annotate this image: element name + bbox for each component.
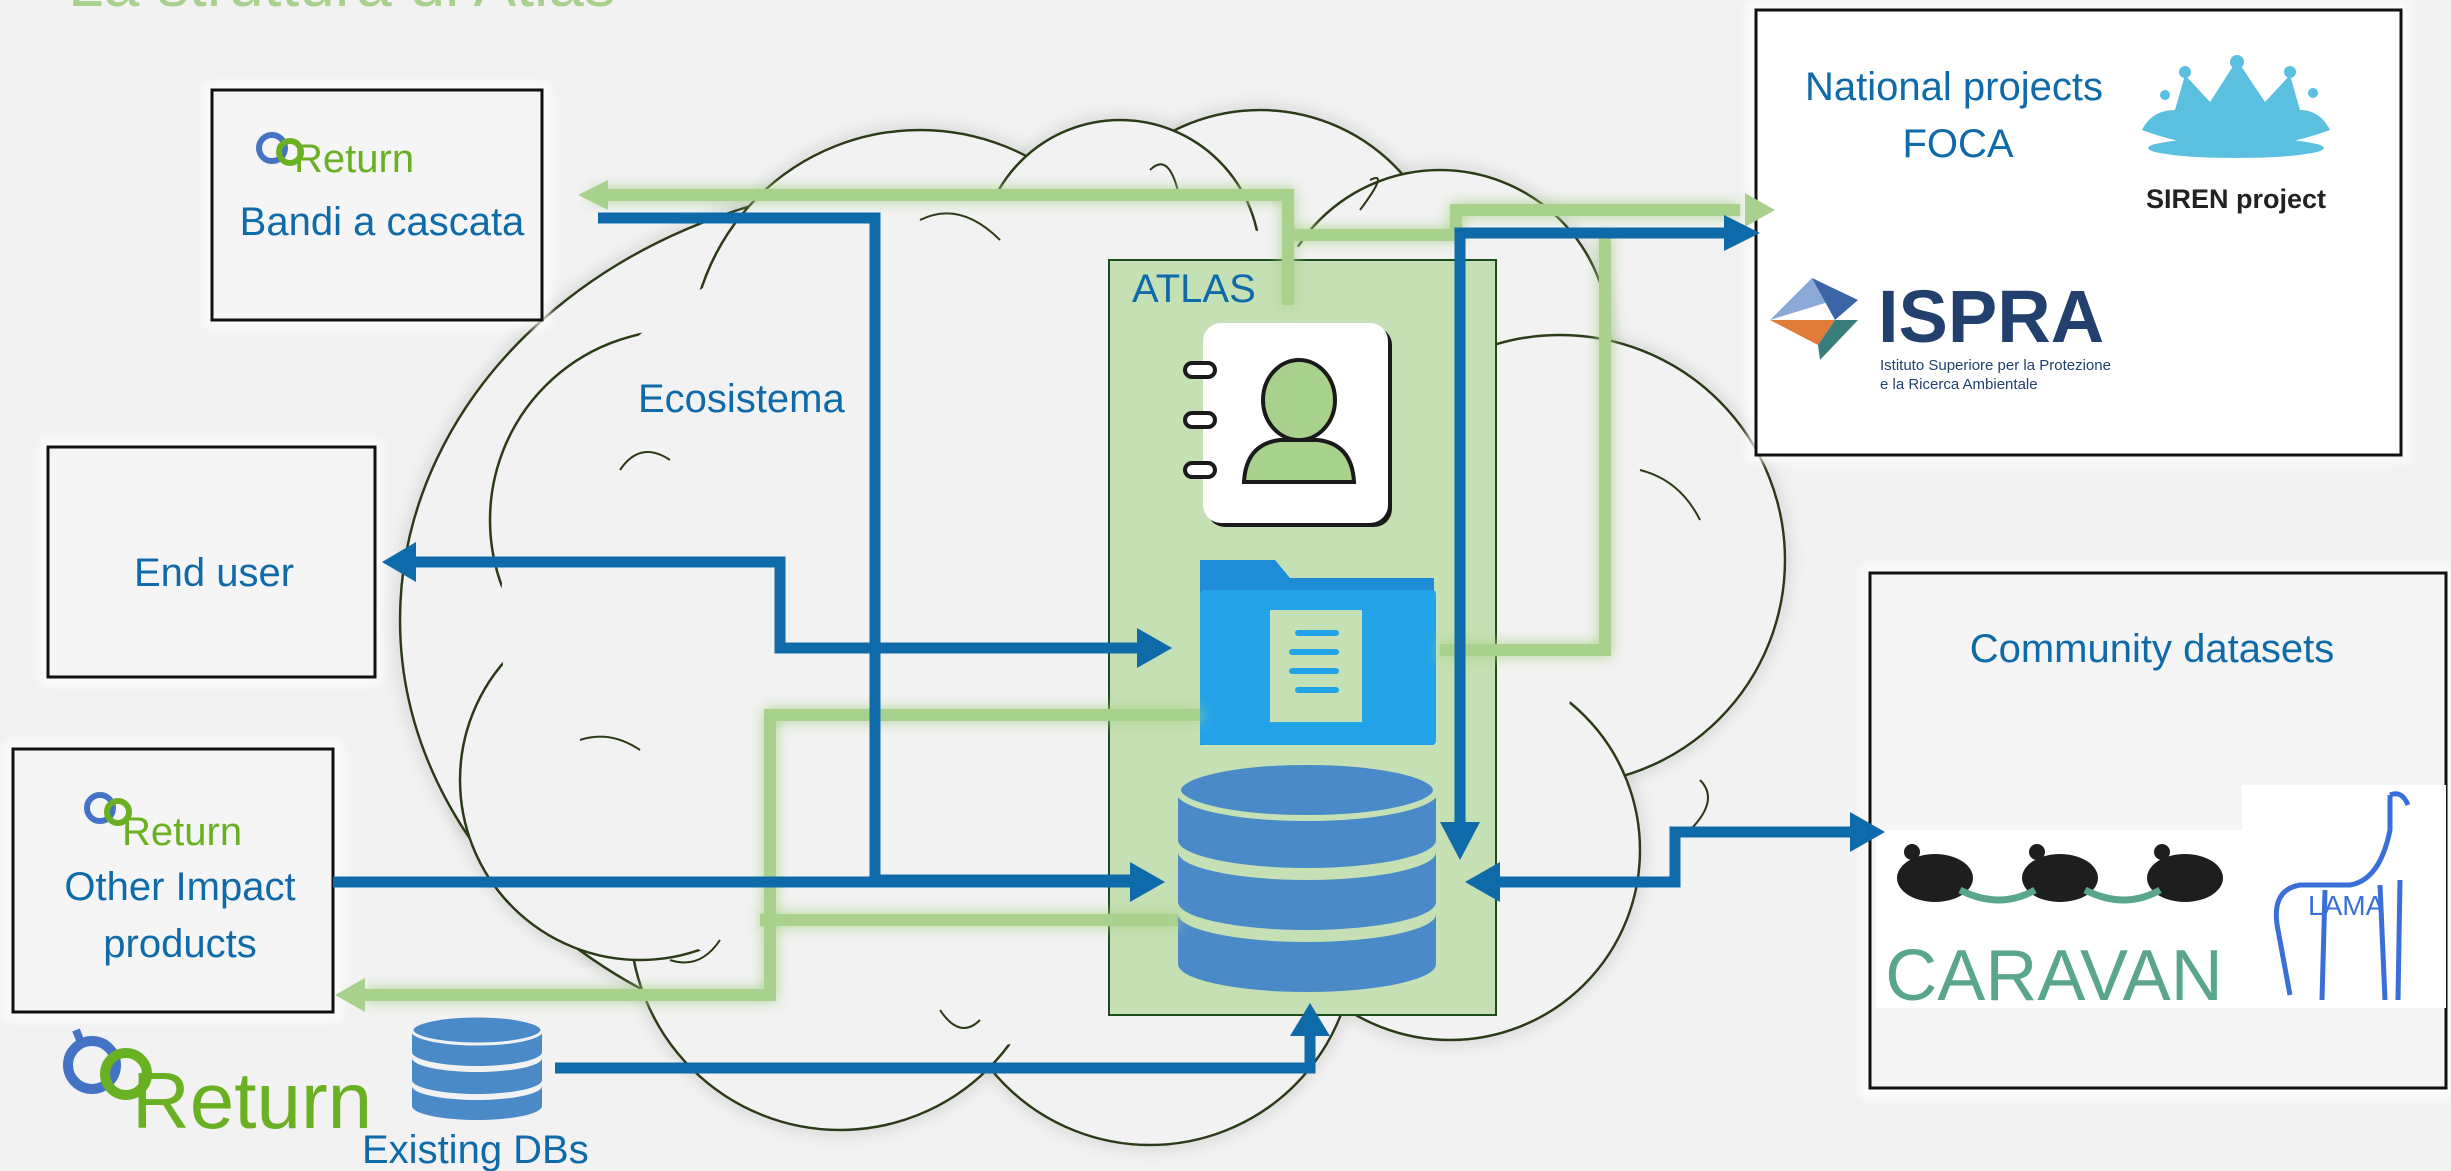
green-arrowheads <box>335 180 1775 1012</box>
ecosistema-label: Ecosistema <box>638 377 845 421</box>
blue-arrowheads <box>382 215 1885 1036</box>
existing-dbs-to-db-arrow <box>555 1030 1316 1074</box>
blue-connectors <box>333 212 1855 1074</box>
atlas-label: ATLAS <box>1132 267 1256 311</box>
lama-logo: LAMA <box>2273 791 2411 1001</box>
other-impact-label-1: Other Impact <box>64 865 295 909</box>
ispra-sub-2: e la Ricerca Ambientale <box>1880 376 2038 393</box>
lama-text: LAMA <box>2308 890 2385 921</box>
return-logo-large: Return <box>63 1028 372 1145</box>
ispra-logo: ISPRA Istituto Superiore per la Protezio… <box>1770 275 2111 393</box>
caravan-text: CARAVAN <box>1885 936 2222 1016</box>
caravan-logo: CARAVAN <box>1885 844 2223 1016</box>
national-label-2: FOCA <box>1902 122 2013 166</box>
ispra-sub-1: Istituto Superiore per la Protezione <box>1880 357 2111 374</box>
national-projects-node: National projects FOCA SIREN project ISP… <box>1748 2 2408 462</box>
other-impact-node: Return Other Impact products <box>6 742 342 1020</box>
existing-dbs-label: Existing DBs <box>362 1128 589 1171</box>
bandi-logo-text: Return <box>294 137 414 181</box>
national-to-db-arrow <box>1454 227 1740 825</box>
address-book-icon <box>1183 323 1392 527</box>
folder-icon <box>1200 560 1436 745</box>
bandi-label: Bandi a cascata <box>240 200 525 244</box>
existing-dbs-node: Return Existing DBs <box>63 1014 589 1171</box>
folder-to-other-impact-arrow <box>365 709 1200 1001</box>
end-user-label: End user <box>134 551 294 595</box>
national-label-1: National projects <box>1805 65 2103 109</box>
ispra-name: ISPRA <box>1878 275 2104 358</box>
green-connectors <box>365 189 1740 1001</box>
existing-dbs-logo-text: Return <box>132 1056 372 1145</box>
other-impact-logo-text: Return <box>122 810 242 854</box>
bandi-node: Return Bandi a cascata <box>205 84 550 327</box>
small-database-icon <box>410 1014 544 1120</box>
slide-title: La struttura di Atlas <box>68 0 616 20</box>
folder-to-national-arrow <box>1440 235 1611 656</box>
return-logo: Return <box>256 132 414 181</box>
return-logo: Return <box>84 792 242 854</box>
community-label: Community datasets <box>1970 627 2335 671</box>
atlas-to-national-arrow <box>1288 204 1740 241</box>
other-impact-label-2: products <box>103 922 256 966</box>
end-user-node: End user <box>41 440 381 684</box>
siren-caption: SIREN project <box>2146 184 2326 214</box>
end-user-folder-arrow <box>410 556 1140 654</box>
community-datasets-node: Community datasets CARAVAN LAMA <box>1862 566 2451 1098</box>
siren-logo: SIREN project <box>2142 55 2330 214</box>
atlas-to-bandi-arrow <box>592 189 1294 305</box>
database-icon <box>1175 759 1439 992</box>
db-community-arrow <box>1490 826 1855 888</box>
